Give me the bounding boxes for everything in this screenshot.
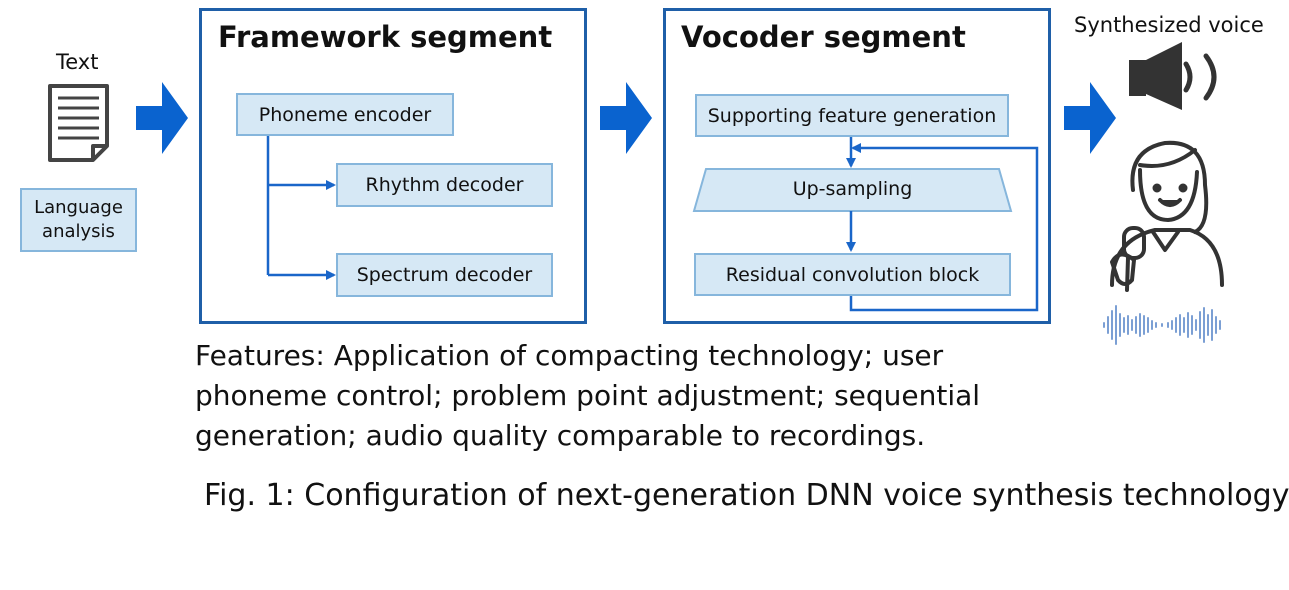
figure-caption: Fig. 1: Configuration of next-generation… <box>204 478 1289 513</box>
speaker-icon <box>1129 42 1217 110</box>
residual-block-label: Residual convolution block <box>725 263 980 286</box>
vocoder-segment-title: Vocoder segment <box>681 20 966 54</box>
rhythm-decoder-node: Rhythm decoder <box>336 163 553 207</box>
rhythm-decoder-label: Rhythm decoder <box>365 174 524 196</box>
spectrum-decoder-node: Spectrum decoder <box>336 253 553 297</box>
framework-segment-title: Framework segment <box>218 20 553 54</box>
spectrum-decoder-label: Spectrum decoder <box>356 264 533 286</box>
residual-block-node: Residual convolution block <box>694 253 1011 296</box>
synthesized-voice-label: Synthesized voice <box>1074 13 1264 37</box>
supporting-feature-node: Supporting feature generation <box>695 94 1009 137</box>
language-analysis-box: Language analysis <box>20 188 137 252</box>
features-text: Features: Application of compacting tech… <box>195 339 981 452</box>
text-label: Text <box>56 50 99 74</box>
phoneme-encoder-label: Phoneme encoder <box>258 103 432 126</box>
supporting-feature-label: Supporting feature generation <box>707 104 997 127</box>
up-sampling-label: Up-sampling <box>792 178 913 200</box>
flow-arrow-2 <box>600 82 652 154</box>
flow-arrow-1 <box>136 82 188 154</box>
waveform-icon <box>1103 305 1221 345</box>
flow-arrow-3 <box>1064 82 1116 154</box>
language-analysis-label: Language analysis <box>34 197 123 242</box>
person-with-microphone-icon <box>1110 140 1224 292</box>
phoneme-encoder-node: Phoneme encoder <box>236 93 454 136</box>
